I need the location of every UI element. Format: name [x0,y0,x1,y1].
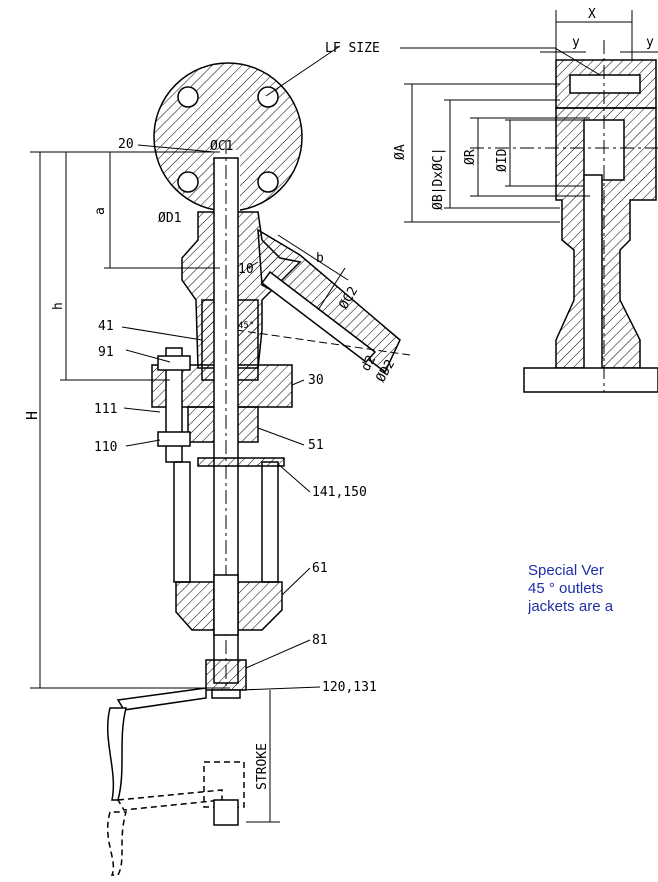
callout-120-131: 120,131 [322,680,377,695]
label-d2: d2 [358,353,379,374]
label-lf-size: LF SIZE [325,41,380,56]
yoke-right-leg [261,461,279,583]
callout-10: 10 [238,262,254,277]
yoke-left-leg [173,461,191,583]
section-view [470,40,658,393]
dimensions-section [400,10,658,223]
callout-41: 41 [98,319,114,334]
label-b: b [316,251,324,266]
bolt-hole [257,171,279,193]
section-base [523,367,658,393]
label-y-right: y [646,35,654,50]
label-phi-a: ØA [393,144,408,160]
outlet-nozzle [257,228,401,374]
callout-20: 20 [118,137,134,152]
outlet-bore [260,270,377,364]
dimensions-main [30,151,349,823]
note-line: jackets are a [528,598,614,615]
callout-51: 51 [308,438,324,453]
callout-110: 110 [94,440,117,455]
label-h: h [51,302,66,310]
crank-grip [106,707,127,801]
label-phi-c1: ØC1 [210,139,233,154]
label-a: a [93,207,108,215]
label-phi-d1: ØD1 [158,211,181,226]
yoke-plate [197,457,285,467]
label-stroke: STROKE [255,743,270,790]
note-line: Special Ver [528,562,604,579]
callout-81: 81 [312,633,328,648]
bolt-hole [177,171,199,193]
label-phi-r: ØR [463,149,478,165]
bolt-hole [257,86,279,108]
label-angle: 45° [238,321,254,331]
label-x: X [588,7,596,22]
crank-handle [116,687,207,711]
callout-141-150: 141,150 [312,485,367,500]
callout-91: 91 [98,345,114,360]
callout-61: 61 [312,561,328,576]
label-phi-id: ØID [495,148,510,172]
callout-111: 111 [94,402,117,417]
callout-30: 30 [308,373,324,388]
stem-nut [205,659,247,691]
label-H: H [23,411,41,420]
main-valve-view [106,62,411,876]
label-phi-b-d-c: ØB|DxØC| [431,147,446,210]
note-line: 45 ° outlets [528,580,604,597]
label-y-left: y [572,35,580,50]
special-version-note: Special Ver 45 ° outlets jackets are a [528,562,658,616]
bolt-hole [177,86,199,108]
drawing-labels: LF SIZE X y y ØA ØB|DxØC| ØR ØID ØC1 ØD1… [23,7,654,790]
leader-lines [121,45,341,691]
